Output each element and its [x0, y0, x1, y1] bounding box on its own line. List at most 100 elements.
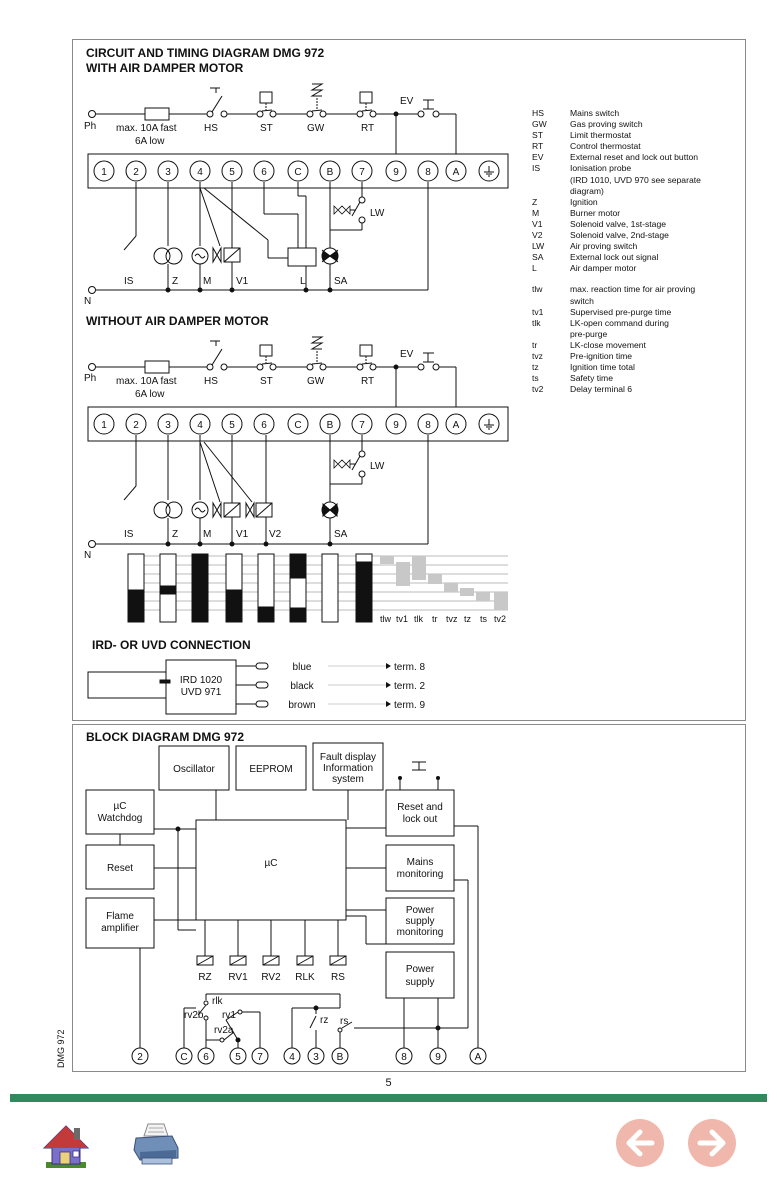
strip1-terminal — [351, 160, 373, 182]
legend-desc: Ignition — [570, 196, 598, 207]
legend-desc: Pre-ignition time — [570, 350, 633, 361]
strip1-terminal — [125, 160, 147, 182]
wiring1-label: V1 — [236, 276, 249, 287]
footer-bar — [10, 1094, 767, 1102]
strip2-terminal — [157, 413, 179, 435]
strip1-terminal-label: 7 — [359, 167, 365, 178]
timing-label: tvz — [446, 614, 458, 624]
strip1-terminal-label: A — [453, 167, 460, 178]
legend-desc: Air proving switch — [570, 241, 638, 252]
ird-device-name-1: IRD 1020 — [180, 675, 223, 686]
legend-row: LW Air proving switch — [532, 241, 747, 252]
strip2-terminal-label: 7 — [359, 420, 365, 431]
st-label-2: ST — [260, 376, 273, 387]
strip1-terminal-label: 4 — [197, 167, 203, 178]
legend-desc: Gas proving switch — [570, 119, 643, 130]
legend-code: tlk — [532, 317, 541, 328]
legend-code — [532, 175, 570, 186]
strip2-terminal — [319, 413, 341, 435]
wire-end — [255, 662, 269, 670]
strip1-terminal — [253, 160, 275, 182]
legend-desc: Limit thermostat — [570, 130, 632, 141]
strip1-terminal — [417, 160, 439, 182]
legend-desc: max. reaction time for air proving — [570, 284, 696, 295]
strip2-terminal-label: 8 — [425, 420, 431, 431]
legend-gap — [532, 274, 747, 284]
wire-end — [255, 681, 269, 689]
legend-row: tz Ignition time total — [532, 362, 747, 373]
strip1-terminal — [319, 160, 341, 182]
wiring1-label: L — [300, 276, 306, 287]
legend-desc: Solenoid valve, 2nd-stage — [570, 230, 669, 241]
legend-row: switch — [532, 296, 747, 307]
back-button[interactable] — [614, 1117, 666, 1169]
timing-label: ts — [480, 614, 488, 624]
legend-row: ts Safety time — [532, 373, 747, 384]
strip1-terminal — [221, 160, 243, 182]
legend-desc: Air damper motor — [570, 263, 637, 274]
side-label: DMG 972 — [56, 1029, 66, 1068]
legend-desc: Ignition time total — [570, 362, 635, 373]
strip2-terminal-label: B — [327, 420, 334, 431]
legend-row: EV External reset and lock out button — [532, 152, 747, 163]
strip2-terminal-label: 4 — [197, 420, 203, 431]
home-button[interactable] — [40, 1120, 92, 1170]
legend-code: LW — [532, 241, 545, 252]
legend-code: V1 — [532, 218, 543, 229]
wiring2-label: V2 — [269, 529, 282, 540]
legend-row: V1 Solenoid valve, 1st-stage — [532, 219, 747, 230]
strip2-terminal — [351, 413, 373, 435]
legend-code: tz — [532, 362, 539, 373]
legend-desc: Mains switch — [570, 108, 620, 118]
fuse-label-3: max. 10A fast — [116, 376, 177, 387]
arrow-icon — [386, 682, 391, 688]
circuit-title-2: WITH AIR DAMPER MOTOR — [86, 61, 244, 75]
wiring1-label: IS — [124, 276, 134, 287]
legend-row: pre-purge — [532, 329, 747, 340]
legend-desc: Supervised pre-purge time — [570, 306, 672, 317]
strip2-terminal-label: 3 — [165, 420, 171, 431]
legend-code — [532, 186, 570, 197]
wire-color-label: blue — [293, 662, 312, 673]
strip1-terminal — [445, 160, 467, 182]
legend-code: ts — [532, 373, 539, 384]
legend-code: EV — [532, 152, 544, 163]
wire-term-label: term. 2 — [394, 681, 426, 692]
timing-label: tv2 — [494, 614, 506, 624]
legend-code — [532, 329, 570, 340]
timing-label: tr — [432, 614, 438, 624]
legend-code: M — [532, 207, 540, 218]
legend-row: (IRD 1010, UVD 970 see separate — [532, 175, 747, 186]
strip1-terminal — [93, 160, 115, 182]
legend-desc: External reset and lock out button — [570, 152, 699, 163]
forward-button[interactable] — [686, 1117, 738, 1169]
strip2-terminal-label: 2 — [133, 420, 139, 431]
strip2-terminal-label: 5 — [229, 420, 235, 431]
legend-code: tvz — [532, 350, 543, 361]
print-button[interactable] — [130, 1122, 182, 1168]
wiring1-label: Z — [172, 276, 178, 287]
legend-desc: LK-close movement — [570, 339, 646, 350]
fuse-1 — [144, 107, 170, 121]
legend-desc: Solenoid valve, 1st-stage — [570, 218, 667, 229]
legend-desc: Safety time — [570, 373, 613, 384]
circuit-diagram: CIRCUIT AND TIMING DIAGRAM DMG 972 WITH … — [84, 46, 509, 715]
strip1-terminal — [189, 160, 211, 182]
legend-code: SA — [532, 252, 544, 263]
legend-desc: Control thermostat — [570, 141, 641, 152]
strip1-terminal-label: 1 — [101, 167, 107, 178]
strip2-terminal — [93, 413, 115, 435]
timing-label: tlw — [380, 614, 392, 624]
legend-desc: External lock out signal — [570, 252, 659, 263]
ird-title: IRD- OR UVD CONNECTION — [92, 638, 251, 652]
legend-desc: pre-purge — [570, 328, 608, 339]
